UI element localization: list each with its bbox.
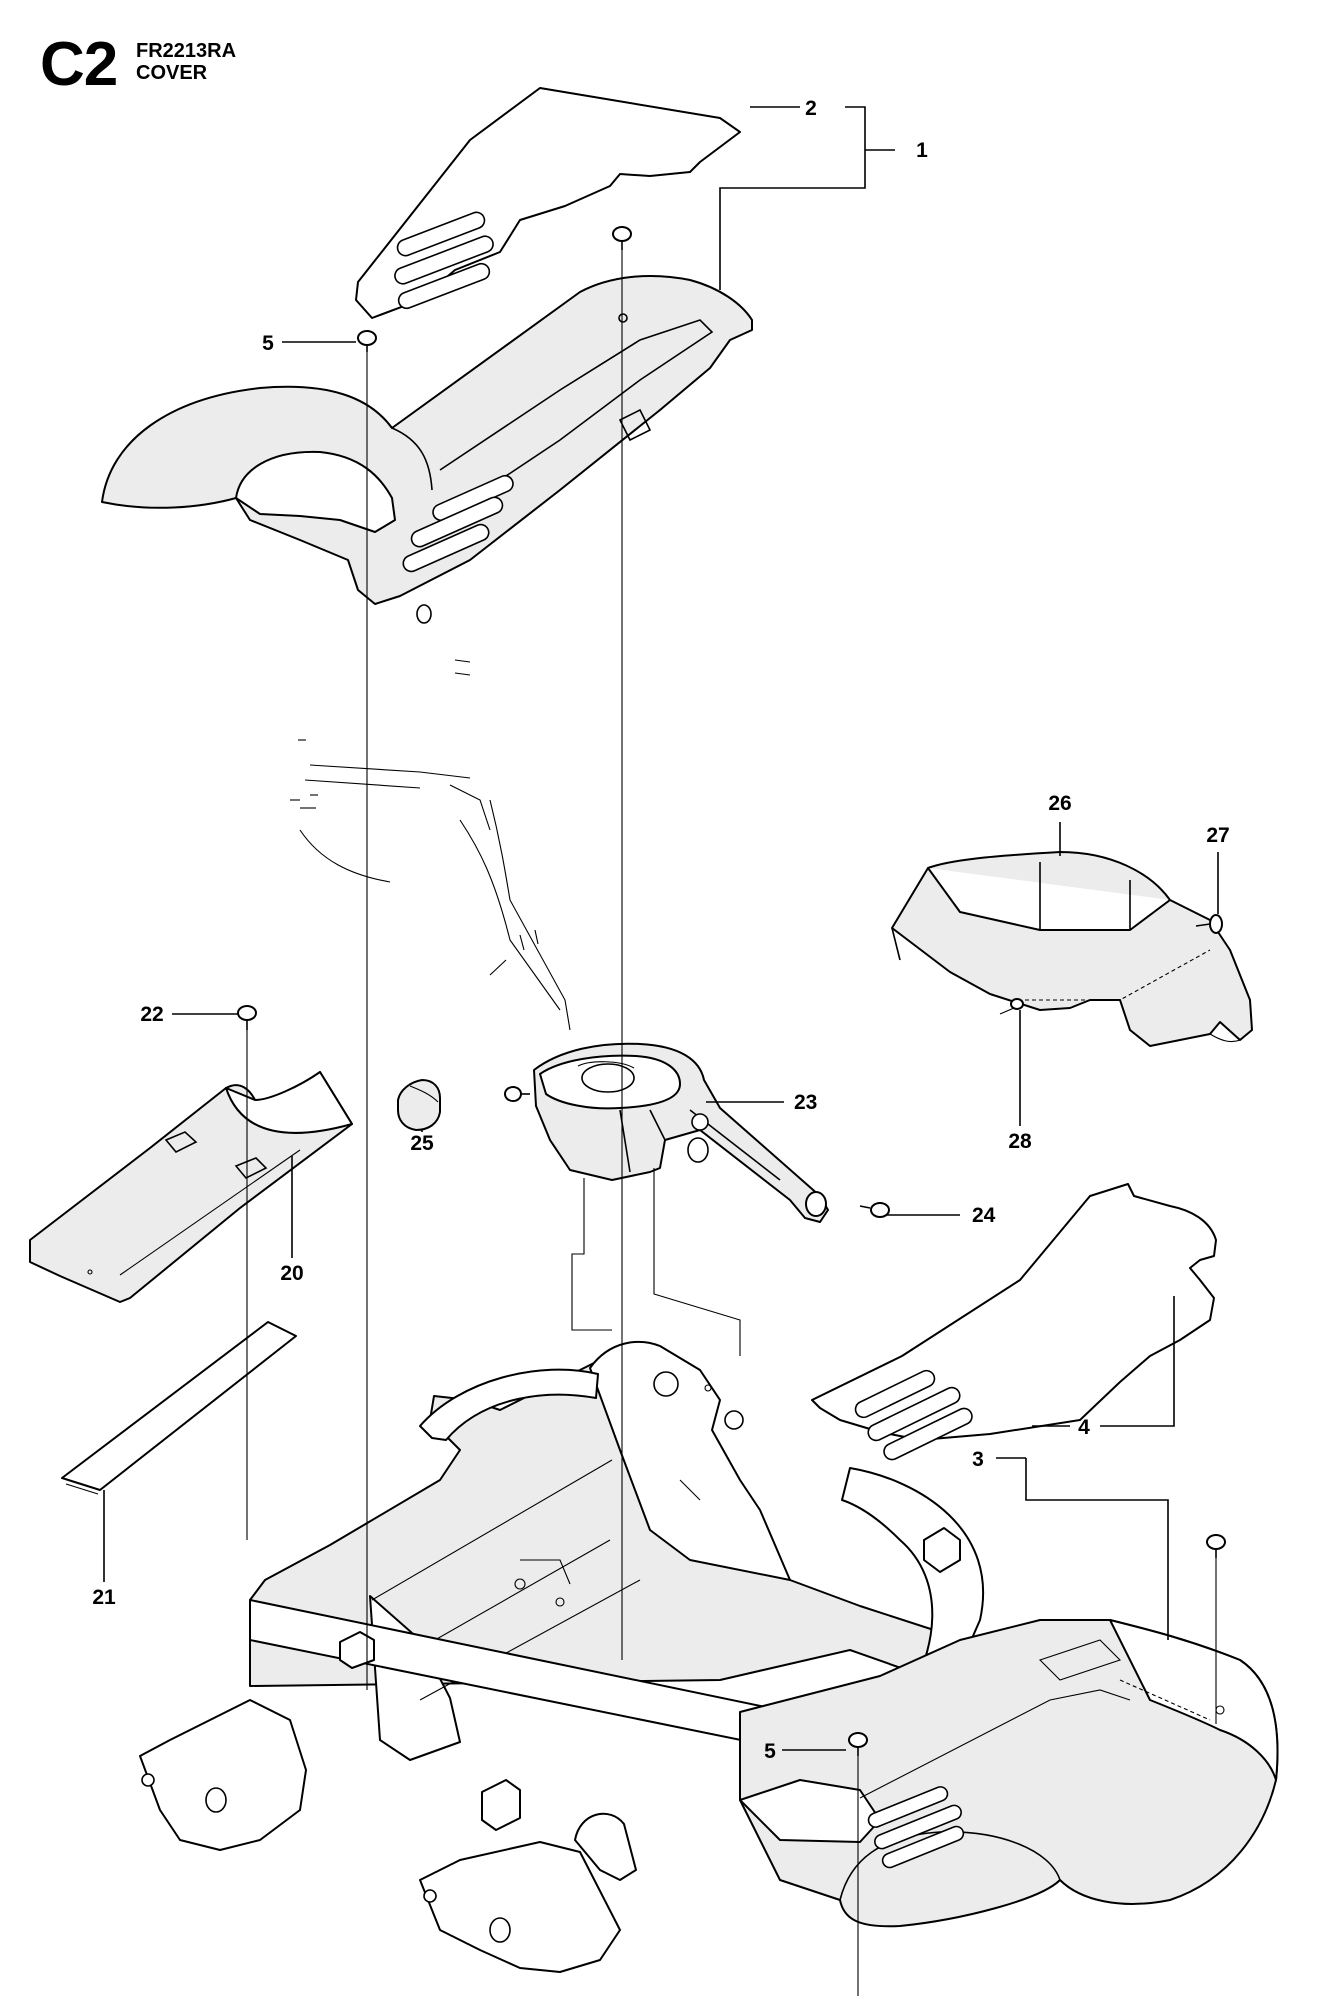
callout-3: 3 (972, 1448, 984, 1471)
callout-4: 4 (1078, 1416, 1090, 1439)
screw-upper (612, 226, 632, 250)
part-20-side-panel (29, 1071, 353, 1303)
callout-22: 22 (140, 1003, 163, 1026)
leader-lines (103, 106, 1219, 1751)
frame-bracket-front (419, 1812, 637, 1973)
callout-27: 27 (1206, 824, 1229, 847)
part-23-dash-console (533, 1042, 829, 1223)
part-4-floor-mat (811, 1183, 1217, 1461)
callout-5-bottom: 5 (764, 1740, 776, 1763)
screw-rear-right (1206, 1534, 1226, 1558)
section-code: C2 (40, 30, 118, 99)
section-name: COVER (136, 62, 208, 84)
callout-26: 26 (1048, 792, 1071, 815)
callout-23: 23 (794, 1091, 817, 1114)
part-25-knob (397, 1079, 441, 1131)
part-21-mat-strip (61, 1321, 297, 1495)
screw-console-left (504, 1086, 530, 1102)
part-5-screw-top (357, 330, 377, 352)
callout-20: 20 (280, 1262, 303, 1285)
callouts: 2 1 5 22 23 25 24 20 21 26 27 28 4 3 5 (92, 97, 1229, 1763)
part-24-screw (859, 1202, 890, 1218)
callout-21: 21 (92, 1586, 116, 1609)
steering-column-fragment (290, 659, 571, 1031)
part-2-top-mat (355, 87, 741, 319)
part-3-rear-fender (739, 1619, 1279, 1928)
part-27-screw (1195, 914, 1223, 934)
frame-bracket-left (139, 1699, 307, 1851)
callout-2: 2 (805, 97, 817, 120)
callout-24: 24 (972, 1204, 996, 1227)
part-5-screw-bottom (848, 1732, 868, 1756)
part-28-washer (1010, 998, 1024, 1010)
assembly-lines (246, 250, 1217, 1996)
callout-28: 28 (1008, 1130, 1032, 1153)
callout-5-top: 5 (262, 332, 274, 355)
front-bar-left (419, 1368, 599, 1441)
part-26-rear-cover (891, 851, 1253, 1047)
callout-25: 25 (410, 1132, 434, 1155)
model-code: FR2213RA (136, 40, 237, 62)
part-1-upper-cover (101, 275, 753, 624)
part-22-screw (237, 1005, 257, 1030)
callout-1: 1 (916, 139, 928, 162)
frame-block (339, 1527, 961, 1831)
